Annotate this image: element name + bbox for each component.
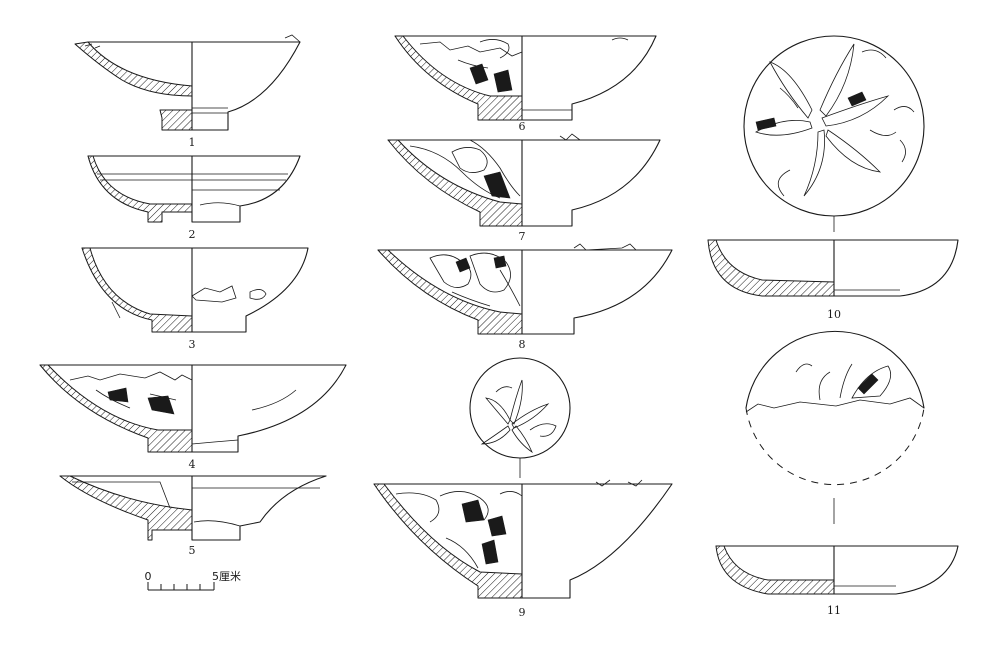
label-8: 8 (519, 338, 526, 351)
vessel-3 (81, 247, 309, 333)
label-7: 7 (519, 230, 526, 243)
vessel-7 (387, 133, 661, 227)
vessel-8 (377, 243, 673, 335)
label-1: 1 (189, 136, 196, 149)
vessel-9 (373, 357, 673, 599)
vessel-1 (74, 34, 301, 131)
vessel-2 (87, 155, 301, 223)
label-11: 11 (827, 604, 841, 617)
label-2: 2 (189, 228, 196, 241)
label-6: 6 (519, 120, 526, 133)
vessel-10 (707, 35, 959, 297)
scale-bar-end-label: 5厘米 (212, 570, 241, 583)
figure-labels: 1 2 3 4 5 6 7 8 9 10 11 0 5厘米 (145, 120, 842, 619)
label-5: 5 (189, 544, 196, 557)
scale-bar-start-label: 0 (145, 570, 152, 583)
vessel-11 (715, 330, 959, 595)
label-10: 10 (827, 308, 841, 321)
label-9: 9 (519, 606, 526, 619)
vessel-6 (394, 35, 657, 121)
label-4: 4 (189, 458, 196, 471)
vessel-5 (59, 475, 327, 541)
vessel-4 (39, 364, 347, 453)
scale-bar (147, 582, 215, 591)
label-3: 3 (189, 338, 196, 351)
